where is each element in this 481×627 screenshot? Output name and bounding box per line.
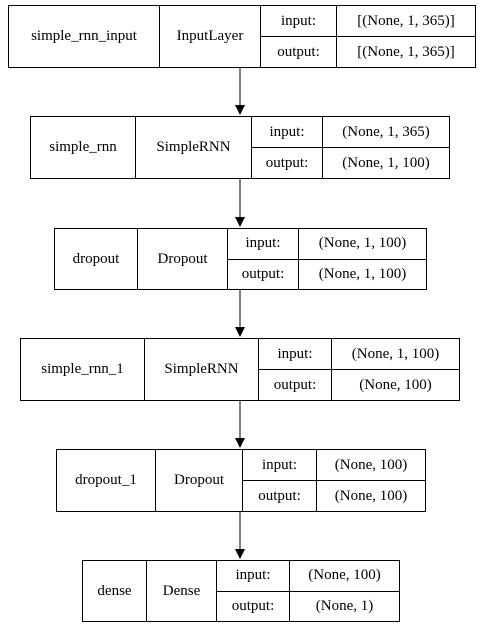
output-row: output: (None, 1, 100) [228,258,426,289]
output-label: output: [259,370,332,400]
layer-name: dense [97,582,132,599]
output-label: output: [217,591,290,621]
layer-type: Dropout [155,450,242,511]
io-table: input: [(None, 1, 365)] output: [(None, … [260,6,475,67]
input-row: input: (None, 100) [243,450,425,480]
output-shape: (None, 1, 100) [318,265,407,282]
input-row: input: (None, 1, 100) [228,229,426,259]
output-shape: (None, 100) [359,376,432,393]
input-shape: (None, 100) [308,567,381,584]
io-table: input: (None, 100) output: (None, 100) [242,450,425,511]
output-label: output: [243,481,317,511]
output-shape: [(None, 1, 365)] [357,43,455,60]
layer-node-simple-rnn-input: simple_rnn_input InputLayer input: [(Non… [8,5,476,68]
input-shape: (None, 1, 365) [342,123,430,140]
layer-name: simple_rnn_1 [41,361,124,377]
input-label: input: [228,229,299,259]
layer-type: Dropout [137,229,227,289]
input-label: input: [252,117,323,147]
output-label: output: [228,259,299,289]
output-row: output: (None, 1, 100) [252,147,449,178]
input-label: input: [259,339,332,369]
layer-node-dense: dense Dense input: (None, 100) output: (… [82,560,400,622]
layer-type: SimpleRNN [135,117,251,178]
layer-name: dropout_1 [75,472,137,488]
layer-name: simple_rnn_input [31,28,137,44]
output-shape: (None, 1, 100) [342,154,430,171]
io-table: input: (None, 1, 365) output: (None, 1, … [251,117,449,178]
layer-node-dropout-1: dropout_1 Dropout input: (None, 100) out… [56,449,426,512]
output-shape: (None, 100) [334,487,408,504]
layer-node-simple-rnn-1: simple_rnn_1 SimpleRNN input: (None, 1, … [20,338,460,401]
input-label: input: [243,450,317,480]
output-row: output: (None, 100) [259,369,459,400]
input-shape: [(None, 1, 365)] [357,12,455,29]
output-label: output: [261,37,337,67]
layer-node-simple-rnn: simple_rnn SimpleRNN input: (None, 1, 36… [30,116,450,179]
input-row: input: [(None, 1, 365)] [261,6,475,36]
layer-name: simple_rnn [49,139,117,155]
layer-node-dropout: dropout Dropout input: (None, 1, 100) ou… [54,228,427,290]
output-row: output: (None, 100) [243,480,425,511]
layer-type: Dense [146,561,216,621]
layer-type: InputLayer [159,6,260,67]
input-row: input: (None, 1, 365) [252,117,449,147]
input-shape: (None, 1, 100) [318,235,407,252]
input-shape: (None, 1, 100) [351,345,440,362]
input-row: input: (None, 1, 100) [259,339,459,369]
io-table: input: (None, 1, 100) output: (None, 1, … [227,229,426,289]
input-row: input: (None, 100) [217,561,399,591]
io-table: input: (None, 100) output: (None, 1) [216,561,399,621]
input-shape: (None, 100) [334,456,408,473]
output-row: output: (None, 1) [217,590,399,621]
layer-type: SimpleRNN [144,339,258,400]
input-label: input: [261,6,337,36]
io-table: input: (None, 1, 100) output: (None, 100… [258,339,459,400]
output-row: output: [(None, 1, 365)] [261,36,475,67]
output-label: output: [252,148,323,178]
input-label: input: [217,561,290,591]
layer-name: dropout [72,250,120,267]
output-shape: (None, 1) [315,597,374,614]
